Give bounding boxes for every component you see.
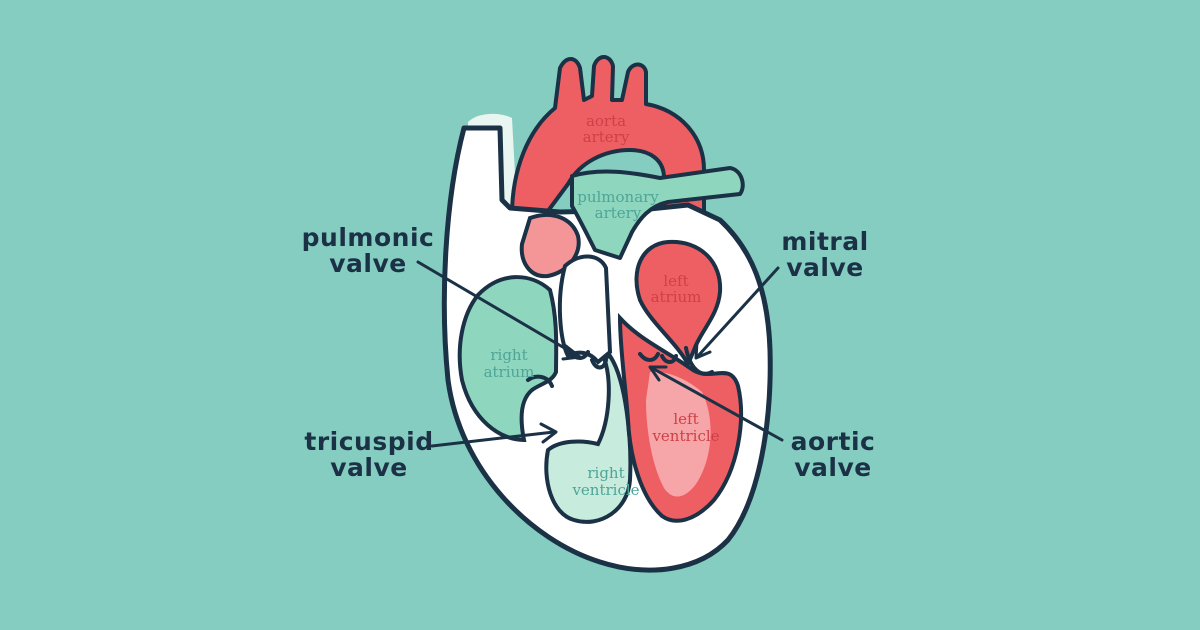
aortic-callout-line1: aortic [791,427,876,456]
left-atrium-label-line2: atrium [651,288,702,306]
pulmonic-callout-line2: valve [329,249,407,278]
aortic-valve-callout: aortic valve [791,427,876,482]
mitral-valve-callout: mitral valve [781,227,868,282]
aorta-label: aorta artery [583,112,630,146]
right-atrium-label-line1: right [490,346,527,364]
left-ventricle-label-line1: left [673,410,698,428]
tricuspid-callout-line2: valve [330,453,408,482]
right-ventricle-label-line2: ventricle [571,481,639,499]
right-atrium-label: right atrium [484,346,535,381]
mitral-callout-line1: mitral [781,227,868,256]
aortic-callout-line2: valve [794,453,872,482]
aorta-label-line2: artery [583,128,630,146]
left-ventricle-label-line2: ventricle [651,427,719,445]
pulmonary-label-line2: artery [595,204,642,222]
right-ventricle-label-line1: right [587,464,624,482]
mitral-callout-line2: valve [786,253,864,282]
right-atrium-label-line2: atrium [484,363,535,381]
tricuspid-callout-line1: tricuspid [304,427,433,456]
pulmonic-callout-line1: pulmonic [302,223,435,252]
